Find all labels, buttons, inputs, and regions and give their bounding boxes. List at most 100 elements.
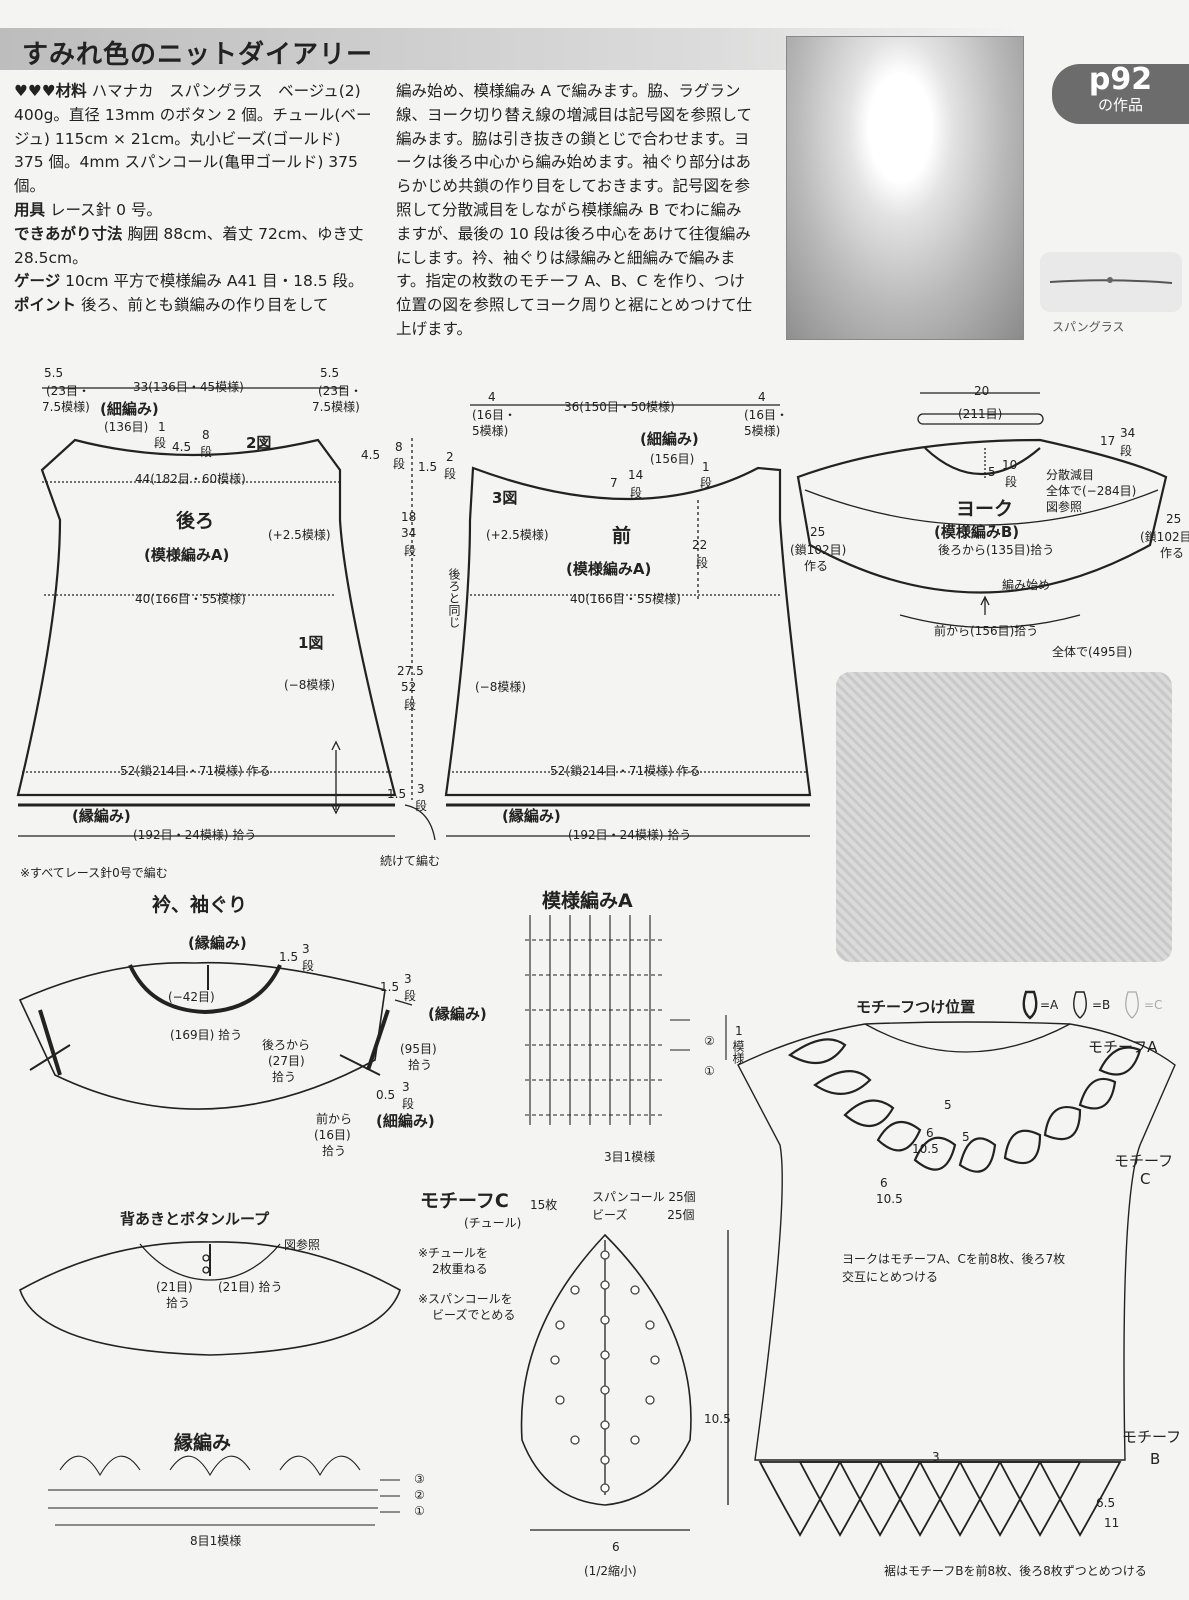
materials-heading: ♥♥♥材料 (14, 82, 87, 100)
front-inc: (+2.5模様) (486, 528, 549, 542)
motif-c-note2: ※スパンコールを (418, 1292, 513, 1306)
center-j: 3 (417, 782, 425, 796)
center-f: 34 (401, 526, 417, 540)
center-cont: 続けて編む (380, 854, 441, 868)
front-sr3: 5模様) (744, 424, 781, 438)
yoke-h2u: 段 (1005, 475, 1018, 489)
front-n2: 7 (610, 476, 618, 490)
center-c: 1.5 (418, 460, 438, 474)
front-sl: 4 (488, 390, 496, 404)
motif-c-note1b: 2枚重ねる (432, 1262, 488, 1276)
yarn-label: スパングラス (1052, 320, 1125, 334)
attach-hem-note: 裾はモチーフBを前8枚、後ろ8枚ずつとめつける (884, 1564, 1147, 1578)
back-opening-outline (19, 1241, 401, 1356)
collar-p95: (95目) (400, 1042, 437, 1056)
front-fig3: 3図 (492, 489, 518, 507)
back-edge: (縁編み) (72, 807, 131, 825)
page-number: p92 (1088, 62, 1153, 97)
motif-c-scale: (1/2縮小) (584, 1564, 637, 1578)
back-shoulder-r: 5.5 (320, 366, 340, 380)
front-outline (444, 466, 812, 797)
center-ju: 段 (415, 799, 428, 813)
attach-yoke-note2: 交互にとめつける (842, 1270, 939, 1284)
back-d2: 4.5 (172, 440, 192, 454)
yoke-front-pick: 前から(156目)拾う (934, 624, 1039, 638)
front-pattern: (模様編みA) (566, 560, 652, 578)
page-badge-sub: の作品 (1097, 96, 1143, 114)
yoke-total: 全体で(495目) (1052, 645, 1133, 659)
back-shoulder-l3: 7.5模様) (42, 400, 90, 414)
center-du: 段 (444, 467, 457, 481)
back-outline (16, 438, 397, 797)
front-n3u: 段 (630, 486, 643, 500)
pattern-a-chart (525, 915, 727, 1125)
center-a: 4.5 (361, 448, 381, 462)
edging-title: 縁編み (174, 1432, 232, 1454)
back-bust: 44(182目・60模様) (135, 472, 246, 486)
collar-edge1: (縁編み) (188, 934, 247, 952)
yoke-l3: 作る (804, 559, 829, 573)
attach-key-a: =A (1040, 998, 1059, 1012)
center-i: 1.5 (387, 787, 407, 801)
yoke-name: ヨーク (956, 498, 1014, 520)
back-opening-ref: 図参照 (284, 1238, 321, 1252)
back-hem: 52(鎖214目・71模様) 作る (120, 764, 271, 778)
motif-c-count: 15枚 (530, 1198, 558, 1212)
center-same: 後ろと同じ (447, 568, 461, 628)
edging-chart (48, 1455, 400, 1526)
front-sr: 4 (758, 390, 766, 404)
back-opening-title: 背あきとボタンループ (120, 1210, 270, 1228)
front-n1: 1 (702, 460, 710, 474)
pattern-a-base: 3目1模様 (604, 1150, 656, 1164)
yarn-sample (1040, 252, 1182, 312)
center-d: 2 (446, 450, 454, 464)
collar-back27c: 拾う (272, 1070, 297, 1084)
edging-rep: 8目1模様 (190, 1534, 242, 1548)
front-side: 22 (692, 538, 708, 552)
collar-v3: 0.5 (376, 1088, 396, 1102)
tools-heading: 用具 (14, 200, 46, 219)
back-pattern: (模様編みA) (144, 546, 230, 564)
back-shoulder-r2: (23目・ (318, 384, 362, 398)
center-e: 18 (401, 510, 417, 524)
yoke-dist: 分散減目 (1046, 468, 1095, 482)
motif-c-height: 10.5 (704, 1412, 731, 1426)
yoke-pattern: (模様編みB) (934, 523, 1020, 541)
yoke-l2: (鎖102目) (790, 543, 847, 557)
collar-outline (18, 961, 386, 1110)
back-d1u: 段 (154, 436, 167, 450)
back-waist: 40(166目・55模様) (135, 592, 246, 606)
yoke-start: 編み始め (1002, 578, 1051, 592)
collar-v2b: 3 (404, 972, 412, 986)
edging-r3: ③ (414, 1472, 425, 1486)
front-sl2: (16目・ (472, 408, 516, 422)
back-opening-r: (21目) 拾う (218, 1280, 283, 1294)
yoke-r2u: 段 (1120, 444, 1133, 458)
front-name: 前 (612, 525, 632, 547)
size-heading: できあがり寸法 (14, 224, 123, 243)
attach-motif-c: モチーフ (1114, 1152, 1174, 1170)
materials-text: ♥♥♥材料 ハマナカ スパングラス ベージュ(2) 400g。直径 13mm の… (14, 80, 374, 318)
collar-v1: 1.5 (279, 950, 299, 964)
collar-front16c: 拾う (322, 1144, 347, 1158)
yarn-strand (1049, 277, 1173, 284)
legend-petal-a (1022, 990, 1038, 1020)
motif-c-leaf (520, 1233, 692, 1506)
legend-petal-b (1073, 991, 1087, 1019)
yoke-dist2: 全体で(−284目) (1046, 484, 1137, 498)
front-waist: 40(166目・55模様) (570, 592, 681, 606)
front-dec: (−8模様) (475, 680, 527, 694)
yoke-h1: 5 (988, 465, 996, 479)
attach-d1: 5 (944, 1098, 952, 1112)
collar-v3b: 3 (402, 1080, 410, 1094)
yoke-rr1: 25 (1166, 512, 1182, 526)
edging-r1: ① (414, 1504, 425, 1518)
attach-motif-b2: B (1150, 1450, 1161, 1468)
attach-h65: 6.5 (1096, 1496, 1116, 1510)
attach-title: モチーフつけ位置 (856, 998, 976, 1016)
gauge-body: 10cm 平方で模様編み A41 目・18.5 段。 (65, 272, 364, 291)
yoke-top: 20 (974, 384, 990, 398)
pattern-a-rep: 1 (735, 1024, 743, 1038)
collar-front16b: (16目) (314, 1128, 351, 1142)
back-d3u: 段 (200, 445, 213, 459)
